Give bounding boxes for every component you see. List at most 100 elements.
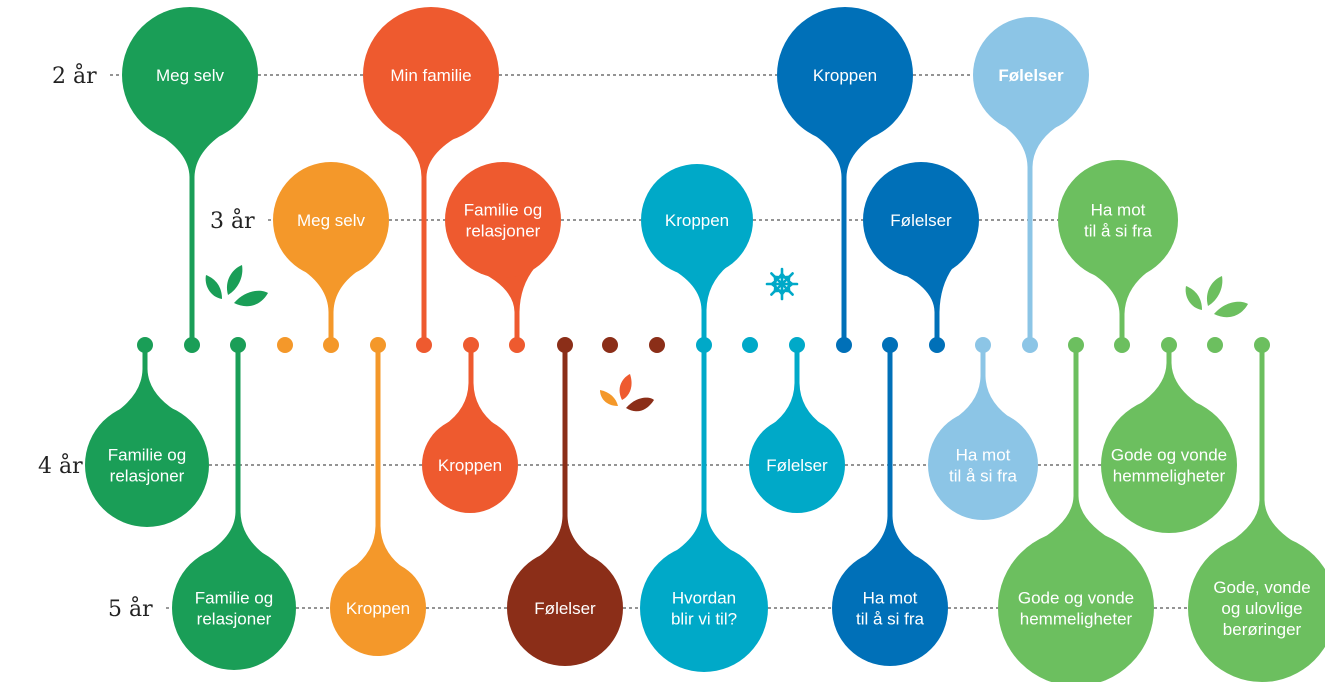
age-row-label: 2 år: [52, 62, 97, 89]
age-row-label: 3 år: [210, 207, 255, 234]
bubble-neck: [1085, 269, 1151, 314]
snowflake-icon: [765, 267, 799, 301]
topic-bubble: Gode, vonde og ulovlige berøringer: [1188, 345, 1325, 682]
bubble-circle: [122, 7, 258, 143]
bubble-label: Familie og: [464, 201, 542, 220]
bubble-label: Kroppen: [813, 66, 877, 85]
topic-bubble: Gode og vonde hemmeligheter: [1101, 345, 1237, 533]
bubble-label: Kroppen: [665, 211, 729, 230]
bubble-neck: [393, 130, 469, 177]
bubble-label: Gode, vonde: [1213, 578, 1310, 597]
bubble-circle: [363, 7, 499, 143]
bubble-circle: [928, 410, 1038, 520]
bubble-circle: [1188, 534, 1325, 682]
bubble-neck: [1131, 363, 1207, 410]
bubble-label: Familie og: [108, 446, 186, 465]
bubble-neck: [889, 267, 953, 312]
bubble-label: hemmeligheter: [1113, 467, 1226, 486]
topic-bubble: Ha mot til å si fra: [1058, 160, 1178, 345]
bubble-label: relasjoner: [110, 467, 185, 486]
topic-bubble: Følelser: [863, 162, 979, 345]
bubble-label: Meg selv: [156, 66, 225, 85]
bubble-circle: [973, 17, 1089, 133]
age-row-label: 4 år: [38, 452, 83, 479]
bubble-neck: [1221, 500, 1303, 548]
topic-bubble: Meg selv: [273, 162, 389, 345]
bubble-neck: [807, 130, 883, 177]
bubble-circle: [832, 550, 948, 666]
bubble-label: Familie og: [195, 589, 273, 608]
bubble-label: blir vi til?: [671, 610, 737, 629]
timeline-dot: [277, 337, 293, 353]
bubble-circle: [445, 162, 561, 278]
topic-bubble: Kroppen: [422, 345, 518, 513]
timeline-dot: [1207, 337, 1223, 353]
topic-bubble: Følelser: [973, 17, 1089, 345]
timeline-dot: [649, 337, 665, 353]
bubble-label: berøringer: [1223, 620, 1302, 639]
bubble-circle: [422, 417, 518, 513]
topic-bubble: Kroppen: [641, 164, 753, 345]
bubble-neck: [770, 383, 824, 426]
bubble-neck: [199, 512, 269, 558]
topic-bubble: Kroppen: [777, 7, 913, 345]
bubble-neck: [952, 376, 1014, 420]
bubble-circle: [1101, 397, 1237, 533]
leaves-icon: [1185, 276, 1248, 318]
topic-bubble: Min familie: [363, 7, 499, 345]
bubble-circle: [172, 546, 296, 670]
bubble-neck: [858, 516, 922, 561]
bubble-neck: [351, 526, 405, 569]
topic-bubble: Hvordan blir vi til?: [640, 345, 768, 672]
topic-bubble: Kroppen: [330, 345, 426, 656]
bubble-label: Følelser: [998, 66, 1064, 85]
bubble-label: hemmeligheter: [1020, 610, 1133, 629]
age-row-label: 5 år: [108, 595, 153, 622]
bubble-label: til å si fra: [856, 610, 925, 629]
bubble-label: Gode og vonde: [1111, 446, 1227, 465]
bubble-neck: [1033, 496, 1119, 545]
bubble-label: Ha mot: [1091, 201, 1146, 220]
leaves-icon: [205, 265, 268, 307]
bubble-label: Følelser: [890, 211, 952, 230]
bubble-label: Følelser: [534, 599, 596, 618]
bubble-label: relasjoner: [466, 222, 541, 241]
bubble-circle: [640, 544, 768, 672]
bubble-circle: [998, 530, 1154, 682]
topic-bubble: Meg selv: [122, 7, 258, 345]
bubble-circle: [641, 164, 753, 276]
bubble-circle: [273, 162, 389, 278]
topic-bubble: Familie og relasjoner: [85, 345, 209, 527]
bubble-circle: [85, 403, 209, 527]
bubble-label: Kroppen: [346, 599, 410, 618]
topic-bubble: Følelser: [507, 345, 623, 666]
bubble-circle: [749, 417, 845, 513]
bubble-circle: [1058, 160, 1178, 280]
timeline-dot: [602, 337, 618, 353]
topic-bubble: Følelser: [749, 345, 845, 513]
bubble-neck: [152, 130, 228, 177]
bubble-label: til å si fra: [1084, 222, 1153, 241]
bubble-neck: [443, 383, 497, 426]
bubble-circle: [777, 7, 913, 143]
bubble-neck: [666, 265, 728, 310]
bubble-circle: [507, 550, 623, 666]
bubble-circle: [863, 162, 979, 278]
bubble-label: Min familie: [390, 66, 471, 85]
bubble-label: til å si fra: [949, 467, 1018, 486]
timeline-dot: [742, 337, 758, 353]
bubble-neck: [533, 516, 597, 561]
autumn-leaves-icon: [600, 374, 654, 412]
bubble-circle: [330, 560, 426, 656]
bubble-neck: [471, 267, 535, 312]
bubble-label: og ulovlige: [1221, 599, 1302, 618]
bubble-label: Hvordan: [672, 589, 736, 608]
bubble-label: Kroppen: [438, 456, 502, 475]
bubble-label: Meg selv: [297, 211, 366, 230]
